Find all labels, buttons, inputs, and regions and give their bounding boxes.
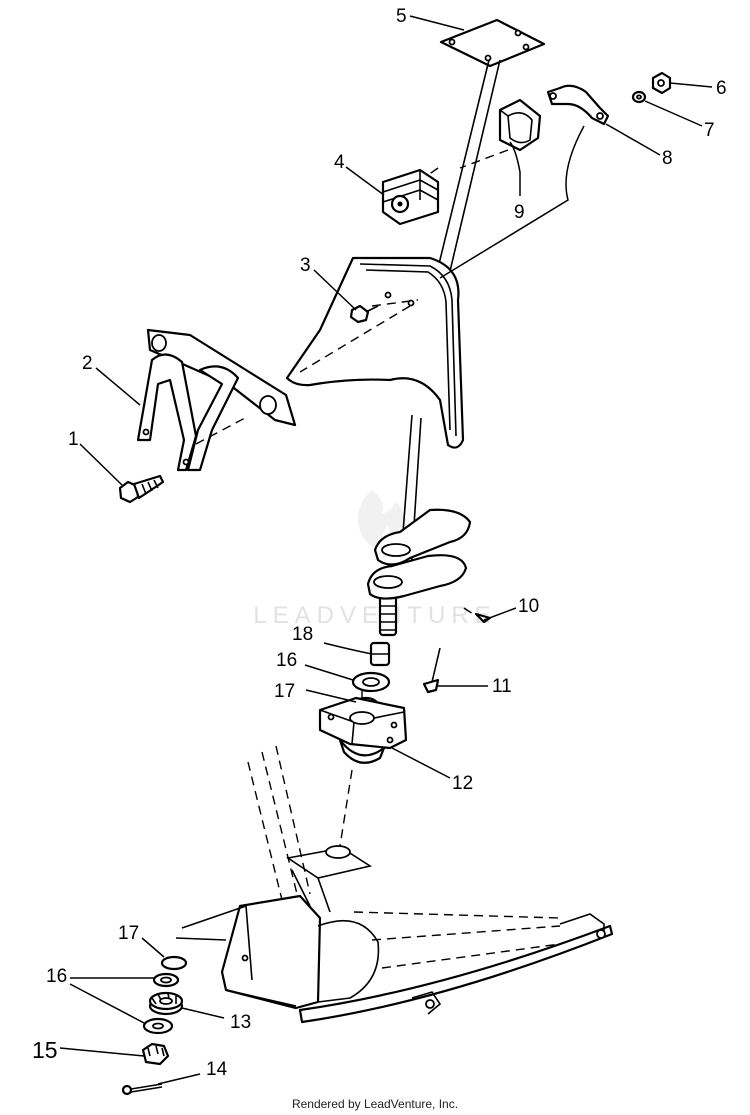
part-2-bracket (136, 328, 297, 472)
part-13-bearing (148, 991, 184, 1016)
part-12-steering-block (318, 696, 408, 764)
callout-15: 15 (32, 1037, 58, 1063)
callout-4: 4 (334, 152, 345, 173)
callout-10: 10 (518, 596, 539, 617)
callout-17-upper: 17 (274, 681, 295, 702)
callout-1: 1 (68, 429, 79, 450)
part-4-rubber-block (381, 168, 440, 226)
callout-8: 8 (662, 148, 673, 169)
part-15-castle-nut (141, 1042, 170, 1066)
part-1-hex-bolt (118, 474, 165, 504)
part-16-washer-lower-a (152, 972, 180, 988)
part-18-coupler (369, 641, 391, 667)
frame-outline (175, 745, 614, 1024)
callout-3: 3 (300, 255, 311, 276)
part-14-cotter-pin (121, 1083, 163, 1096)
part-11-pin (422, 647, 441, 694)
callout-7: 7 (704, 120, 715, 141)
callout-5: 5 (396, 6, 407, 27)
leader-lines (59, 15, 713, 1085)
callout-6: 6 (716, 78, 727, 99)
callout-9: 9 (514, 202, 525, 223)
callout-18: 18 (292, 624, 313, 645)
part-8-clamp (546, 84, 610, 126)
callout-2: 2 (82, 353, 93, 374)
column-support-brackets (366, 508, 472, 600)
render-credit: Rendered by LeadVenture, Inc. (291, 1097, 459, 1111)
leadventure-watermark: LEADVENTURE (253, 602, 497, 629)
callout-14: 14 (206, 1059, 228, 1080)
part-9-bushing (498, 98, 542, 152)
part-16-washer-lower-b (142, 1017, 174, 1035)
dash-panel (285, 256, 465, 449)
callout-13: 13 (230, 1012, 251, 1033)
part-10-clip (474, 612, 492, 624)
assembly-lines (195, 149, 509, 700)
part-6-nut (651, 71, 672, 95)
callout-labels: 1 2 3 4 5 6 7 8 9 10 11 12 13 14 15 16 1… (32, 6, 727, 1080)
callout-12: 12 (452, 773, 473, 794)
callout-16-lower: 16 (46, 966, 67, 987)
callout-11: 11 (492, 676, 512, 697)
part-16-washer-upper (351, 671, 391, 693)
callout-17-lower: 17 (118, 923, 139, 944)
callout-16-upper: 16 (276, 650, 297, 671)
part-17-oring-lower (160, 955, 188, 971)
